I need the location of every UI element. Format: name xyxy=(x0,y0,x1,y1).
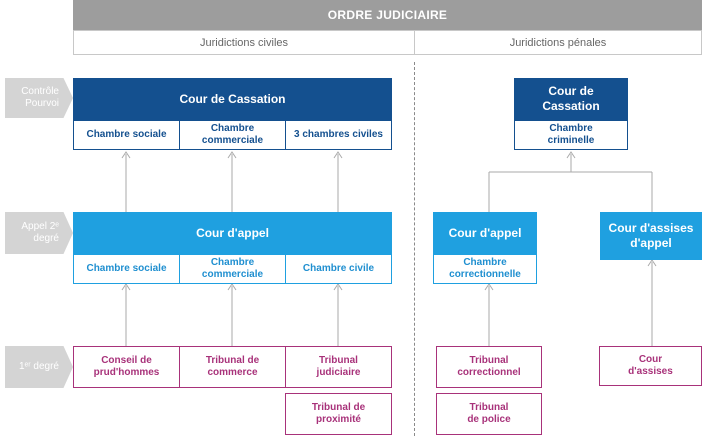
tribunal-de-police: Tribunal de police xyxy=(436,393,542,435)
civil-appel-chambre-sociale: Chambre sociale xyxy=(73,254,180,284)
civil-cassation-chambre-commerciale: Chambre commerciale xyxy=(179,120,286,150)
civil-cour-de-cassation: Cour de Cassation xyxy=(73,78,392,120)
civil-appel-chambre-commerciale: Chambre commerciale xyxy=(179,254,286,284)
tribunal-correctionnel: Tribunal correctionnel xyxy=(436,346,542,388)
tribunal-de-commerce: Tribunal de commerce xyxy=(179,346,286,388)
tribunal-judiciaire: Tribunal judiciaire xyxy=(285,346,392,388)
cour-d-assises: Cour d'assises xyxy=(599,346,702,386)
penal-cour-d-appel: Cour d'appel xyxy=(433,212,537,254)
column-separator xyxy=(414,62,415,436)
civil-cassation-chambre-sociale: Chambre sociale xyxy=(73,120,180,150)
civil-appel-chambre-civile: Chambre civile xyxy=(285,254,392,284)
level-tag-premier-degre: 1ᵉʳ degré xyxy=(5,346,73,388)
cour-d-assises-d-appel: Cour d'assises d'appel xyxy=(600,212,702,260)
ordre-judiciaire-header: ORDRE JUDICIAIRE xyxy=(73,0,702,30)
level-tag-appel: Appel 2ᵉ degré xyxy=(5,212,73,254)
civil-jurisdictions-header: Juridictions civiles xyxy=(73,30,415,55)
civil-cour-d-appel: Cour d'appel xyxy=(73,212,392,254)
civil-cassation-chambres-civiles: 3 chambres civiles xyxy=(285,120,392,150)
penal-jurisdictions-header: Juridictions pénales xyxy=(414,30,702,55)
tribunal-de-proximite: Tribunal de proximité xyxy=(285,393,392,435)
penal-appel-chambre-correctionnelle: Chambre correctionnelle xyxy=(433,254,537,284)
level-tag-controle: Contrôle Pourvoi xyxy=(5,78,73,118)
penal-cassation-chambre-criminelle: Chambre criminelle xyxy=(514,120,628,150)
conseil-de-prudhommes: Conseil de prud'hommes xyxy=(73,346,180,388)
penal-cour-de-cassation: Cour de Cassation xyxy=(514,78,628,120)
